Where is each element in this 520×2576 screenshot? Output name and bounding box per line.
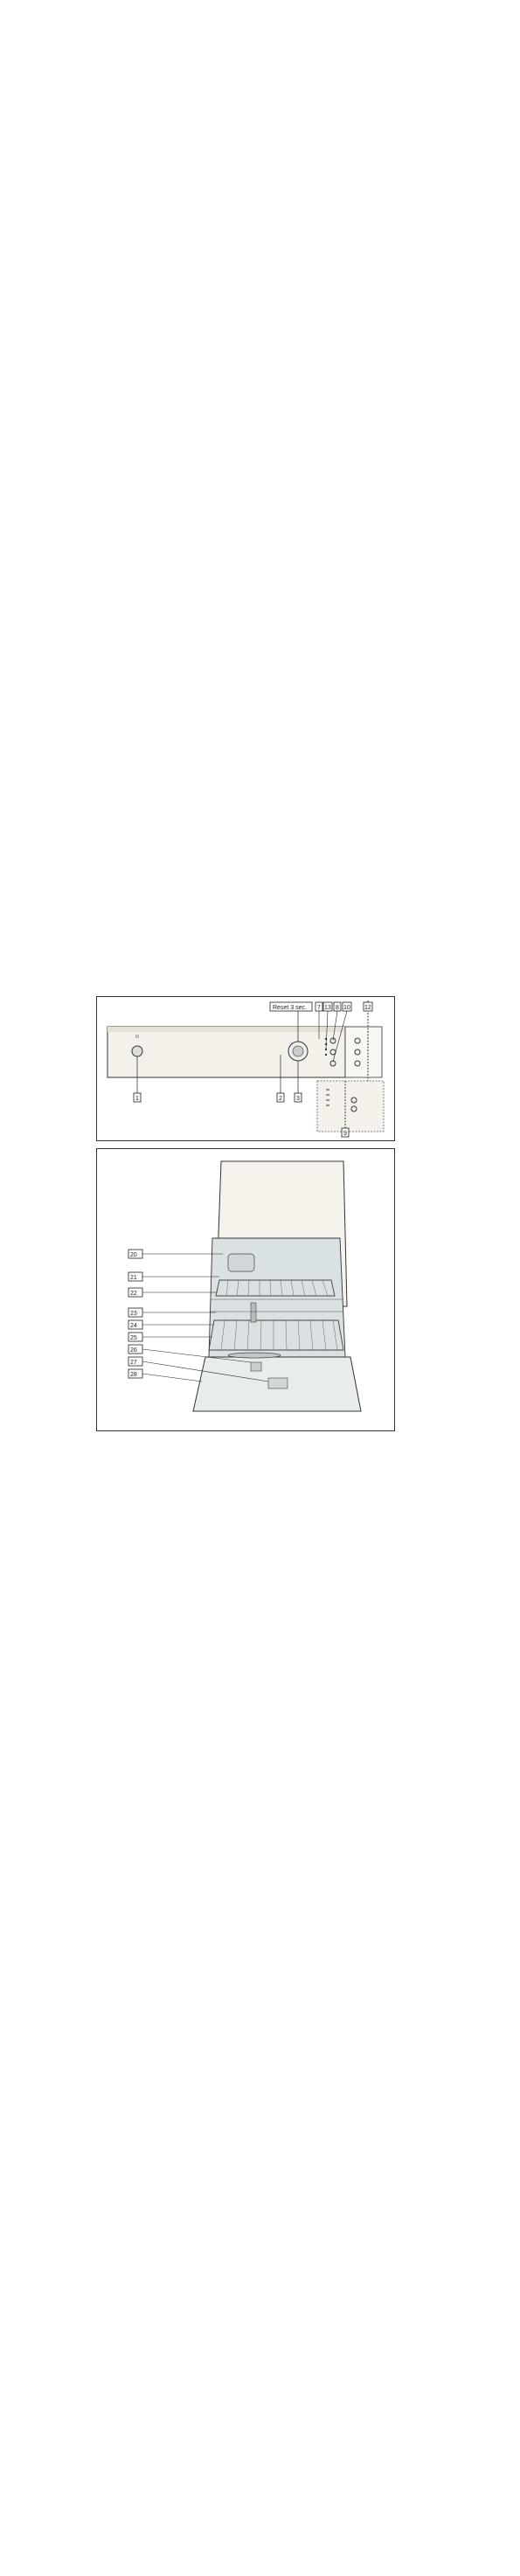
spray-tube <box>250 1302 257 1323</box>
dishwasher-interior-drawing: 20 21 22 23 24 25 26 27 28 <box>128 1160 362 1412</box>
callout-8: 8 <box>336 1005 339 1011</box>
upper-basket <box>215 1279 336 1297</box>
callout-1: 1 <box>135 1096 139 1102</box>
main-switch <box>131 1045 143 1057</box>
control-panel-drawing: ⏻ Reset 3 sec. 7 13 8 10 <box>107 1001 385 1138</box>
svg-text:⏻: ⏻ <box>135 1035 139 1040</box>
callout-7: 7 <box>317 1005 321 1011</box>
detail-inset <box>316 1080 385 1132</box>
callout-13: 13 <box>324 1005 331 1011</box>
detergent-dispenser <box>267 1377 288 1389</box>
lower-spray-arm <box>227 1352 281 1359</box>
control-panel-figure: ⏻ Reset 3 sec. 7 13 8 10 <box>96 996 395 1141</box>
dishwasher-interior-figure: 20 21 22 23 24 25 26 27 28 <box>96 1148 395 1431</box>
callout-12: 12 <box>364 1005 371 1011</box>
reset-label: Reset 3 sec. <box>273 1005 307 1011</box>
filter <box>250 1361 262 1372</box>
panel-body <box>107 1026 346 1078</box>
callout-26: 26 <box>130 1347 137 1354</box>
callout-22: 22 <box>130 1291 137 1297</box>
callout-2: 2 <box>279 1096 282 1102</box>
callout-9: 9 <box>343 1131 347 1137</box>
callout-20: 20 <box>130 1252 137 1258</box>
callout-21: 21 <box>130 1275 137 1281</box>
callout-25: 25 <box>130 1335 137 1341</box>
cutlery-tray <box>227 1253 255 1272</box>
callout-23: 23 <box>130 1311 137 1317</box>
callout-10: 10 <box>343 1005 350 1011</box>
callouts: 20 21 22 23 24 25 26 27 28 <box>128 1249 269 1382</box>
callout-27: 27 <box>130 1360 137 1366</box>
callout-28: 28 <box>130 1372 137 1378</box>
callout-24: 24 <box>130 1323 137 1329</box>
callout-3: 3 <box>296 1096 300 1102</box>
lower-basket <box>208 1319 344 1351</box>
